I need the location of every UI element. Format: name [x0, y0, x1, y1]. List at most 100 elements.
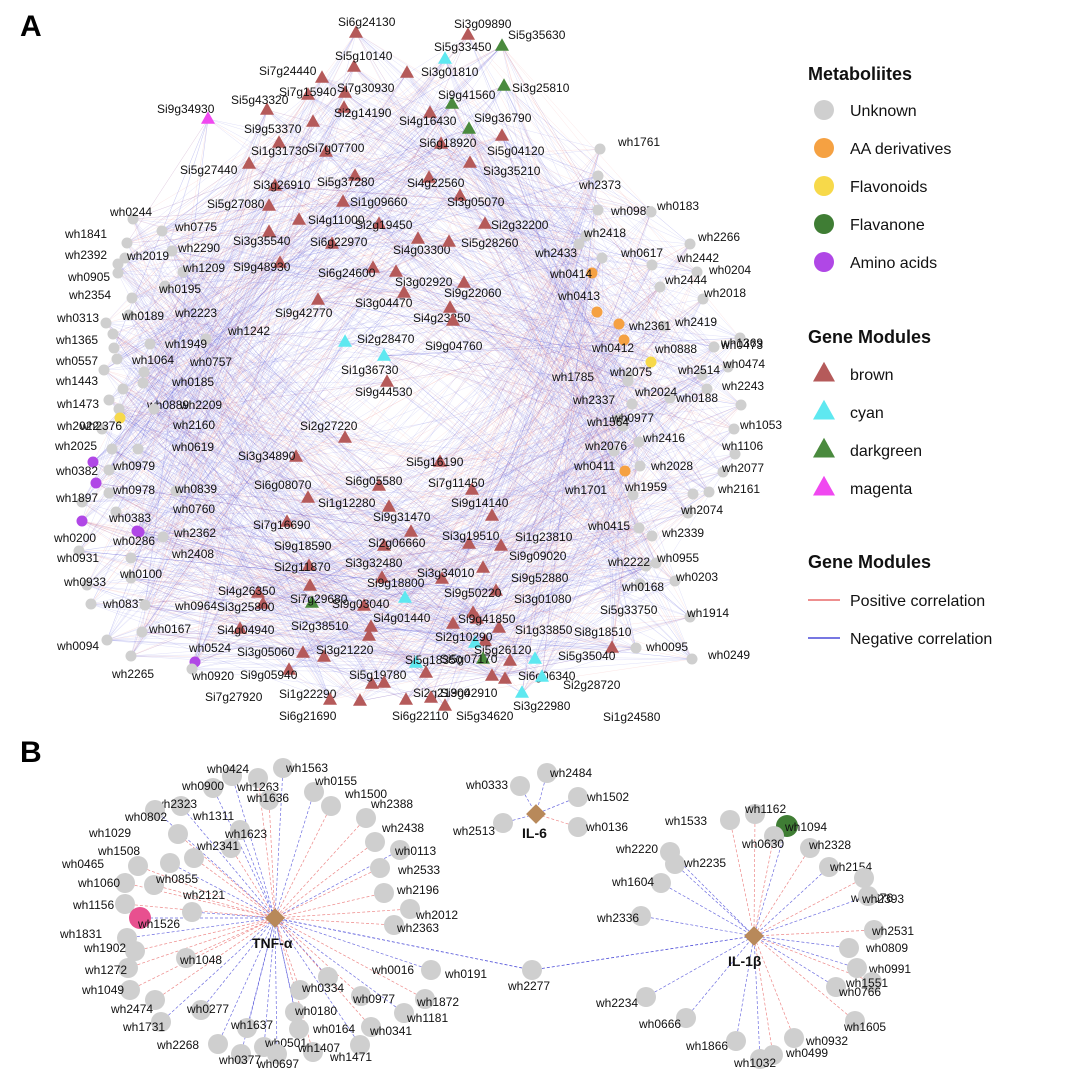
edge-positive: [274, 185, 694, 495]
edge-negative: [143, 371, 484, 660]
edge-negative: [491, 515, 657, 564]
edge-negative: [131, 205, 270, 299]
edge-negative: [406, 72, 580, 245]
metabolite-label: wh2433: [534, 246, 577, 260]
metabolite-node-unknown: [151, 1012, 171, 1032]
edge-negative: [353, 66, 661, 288]
metabolite-label: wh0473: [720, 338, 763, 352]
edge-negative: [274, 185, 599, 211]
metabolite-label: wh2074: [680, 503, 723, 517]
edge-positive: [372, 267, 676, 582]
edge-negative: [321, 77, 741, 339]
edge-negative: [118, 408, 313, 604]
metabolite-label: wh0413: [557, 289, 600, 303]
edge-negative: [205, 338, 370, 637]
edge-positive: [162, 307, 451, 538]
gene-label: Si3g01810: [421, 65, 479, 79]
edge-negative: [124, 257, 374, 269]
edge-positive: [194, 567, 484, 663]
edge-positive: [194, 163, 250, 663]
edge-positive: [122, 388, 441, 463]
edge-negative: [476, 388, 708, 620]
edge-negative: [430, 257, 603, 699]
edge-negative: [429, 112, 710, 493]
edge-negative: [78, 550, 486, 642]
edge-negative: [141, 238, 419, 633]
gene-label: Si3g35540: [233, 234, 291, 248]
edge-positive: [405, 465, 641, 701]
metabolite-label: wh2362: [173, 526, 216, 540]
edge-negative: [248, 163, 629, 382]
metabolite-label: wh1902: [83, 941, 126, 955]
edge-negative: [353, 66, 729, 368]
edge-negative: [468, 128, 640, 443]
edge-positive: [482, 562, 657, 660]
edge-positive: [268, 231, 689, 514]
gene-node-brown: [433, 454, 447, 467]
edge-negative: [469, 162, 671, 399]
edge-negative: [439, 461, 693, 660]
edge-positive: [491, 470, 626, 677]
edge-positive: [378, 223, 665, 327]
edge-negative: [128, 314, 331, 701]
edge-positive: [468, 128, 580, 245]
metabolite-node-unknown: [128, 856, 148, 876]
metabolite-label: wh1533: [664, 814, 707, 828]
edge-negative: [212, 787, 276, 919]
edge-negative: [124, 257, 365, 607]
edge-negative: [78, 163, 250, 552]
edge-negative: [325, 151, 634, 496]
edge-positive: [405, 325, 665, 701]
edge-negative: [161, 45, 503, 232]
edge-negative: [469, 162, 599, 211]
gene-label: Si7g11450: [428, 476, 485, 490]
gene-label: Si9g09020: [509, 549, 567, 563]
edge-negative: [78, 550, 331, 701]
edge-negative: [124, 257, 397, 273]
edge-negative: [404, 404, 742, 599]
edge-negative: [451, 103, 653, 266]
edge-positive: [95, 482, 427, 674]
edge-negative: [142, 45, 503, 384]
edge-negative: [108, 103, 453, 471]
edge-negative: [143, 109, 268, 373]
edge-positive: [86, 238, 419, 586]
edge-positive: [386, 339, 625, 383]
edge-positive: [144, 604, 493, 677]
edge-negative: [471, 375, 629, 491]
edge-positive: [344, 341, 624, 427]
gene-node-brown: [347, 59, 361, 72]
edge-positive: [81, 520, 511, 662]
edge-positive: [164, 243, 333, 287]
metabolite-label: wh1443: [55, 374, 98, 388]
edge-negative: [78, 219, 300, 552]
edge-positive: [95, 482, 502, 547]
edge-negative: [343, 107, 653, 266]
edge-negative: [182, 271, 443, 580]
edge-negative: [371, 453, 736, 685]
edge-negative: [160, 917, 276, 1023]
edge-negative: [118, 381, 388, 410]
gene-label: Si2g28470: [357, 332, 415, 346]
edge-negative: [344, 286, 661, 343]
metabolite-label: wh0136: [585, 820, 628, 834]
gene-label: Si9g31470: [373, 510, 431, 524]
edge-positive: [81, 520, 454, 625]
edge-negative: [317, 299, 741, 339]
edge-negative: [472, 257, 603, 614]
edge-positive: [130, 557, 264, 605]
edge-positive: [130, 557, 304, 654]
gene-label: Si7g07700: [307, 141, 365, 155]
edge-positive: [521, 491, 710, 694]
edge-negative: [534, 311, 598, 660]
edge-positive: [378, 264, 653, 487]
edge-negative: [266, 109, 626, 472]
metabolite-node-unknown: [394, 1003, 414, 1023]
edge-positive: [111, 34, 469, 450]
edge-negative: [124, 177, 430, 259]
edge-negative: [353, 66, 742, 406]
edge-positive: [504, 209, 599, 680]
edge-negative: [451, 103, 657, 564]
edge-positive: [81, 520, 613, 649]
edge-positive: [274, 185, 599, 211]
